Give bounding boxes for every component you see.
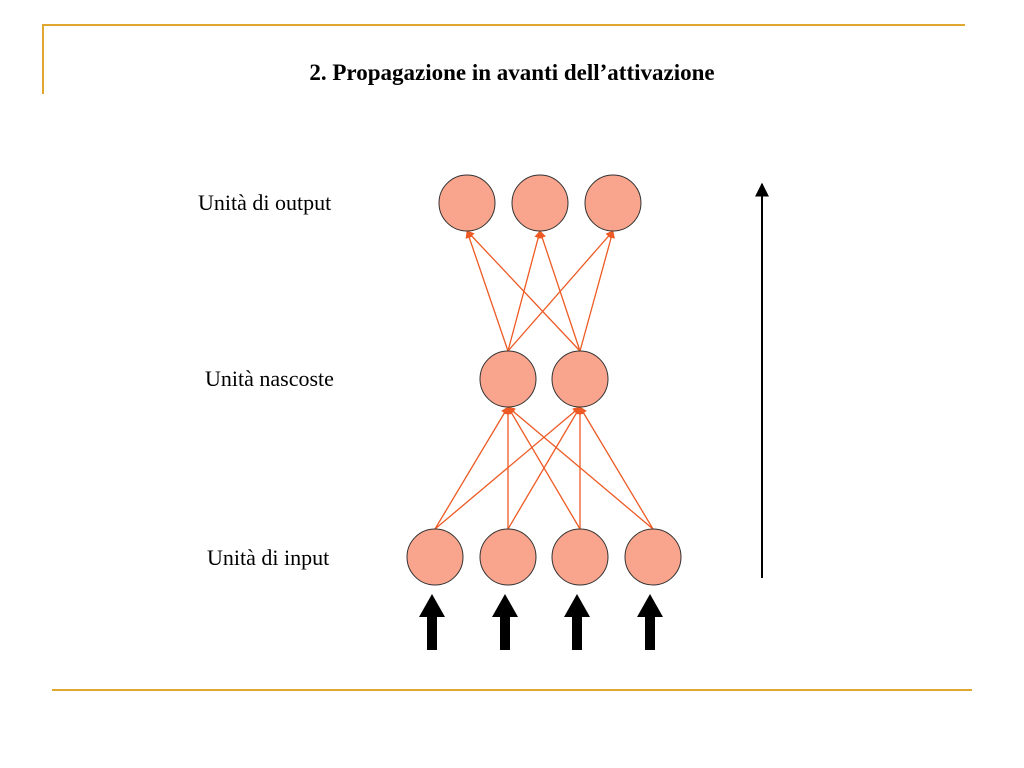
arrow-up-icon — [564, 594, 590, 650]
arrow-up-icon — [492, 594, 518, 650]
label-output-units: Unità di output — [198, 190, 332, 215]
connection-hidden-1-output-1 — [465, 230, 509, 352]
output-unit-2 — [511, 174, 569, 232]
arrow-up-icon — [637, 594, 663, 650]
label-hidden-units: Unità nascoste — [205, 366, 334, 391]
label-input-units: Unità di input — [207, 545, 330, 570]
connections-group — [434, 230, 654, 530]
input-unit-1 — [406, 528, 464, 586]
frame-bottom-line — [52, 689, 972, 691]
connection-input-3-hidden-1 — [507, 406, 581, 530]
connection-hidden-2-output-3 — [579, 230, 615, 352]
input-unit-3 — [551, 528, 609, 586]
frame-top-line — [42, 24, 965, 26]
output-unit-1 — [438, 174, 496, 232]
input-unit-4 — [624, 528, 682, 586]
nodes-group — [406, 174, 682, 586]
connection-input-1-hidden-1 — [434, 406, 509, 530]
output-unit-3 — [584, 174, 642, 232]
connection-hidden-2-output-2 — [538, 230, 581, 352]
connection-input-4-hidden-1 — [507, 406, 654, 530]
input-arrows-group — [419, 594, 663, 650]
slide-title: 2. Propagazione in avanti dell’attivazio… — [309, 60, 715, 85]
hidden-unit-2 — [551, 350, 609, 408]
frame-left-line — [42, 24, 44, 94]
arrow-up-icon — [419, 594, 445, 650]
connection-input-4-hidden-2 — [579, 406, 654, 530]
input-unit-2 — [479, 528, 537, 586]
connection-hidden-2-output-1 — [466, 230, 581, 352]
hidden-unit-1 — [479, 350, 537, 408]
